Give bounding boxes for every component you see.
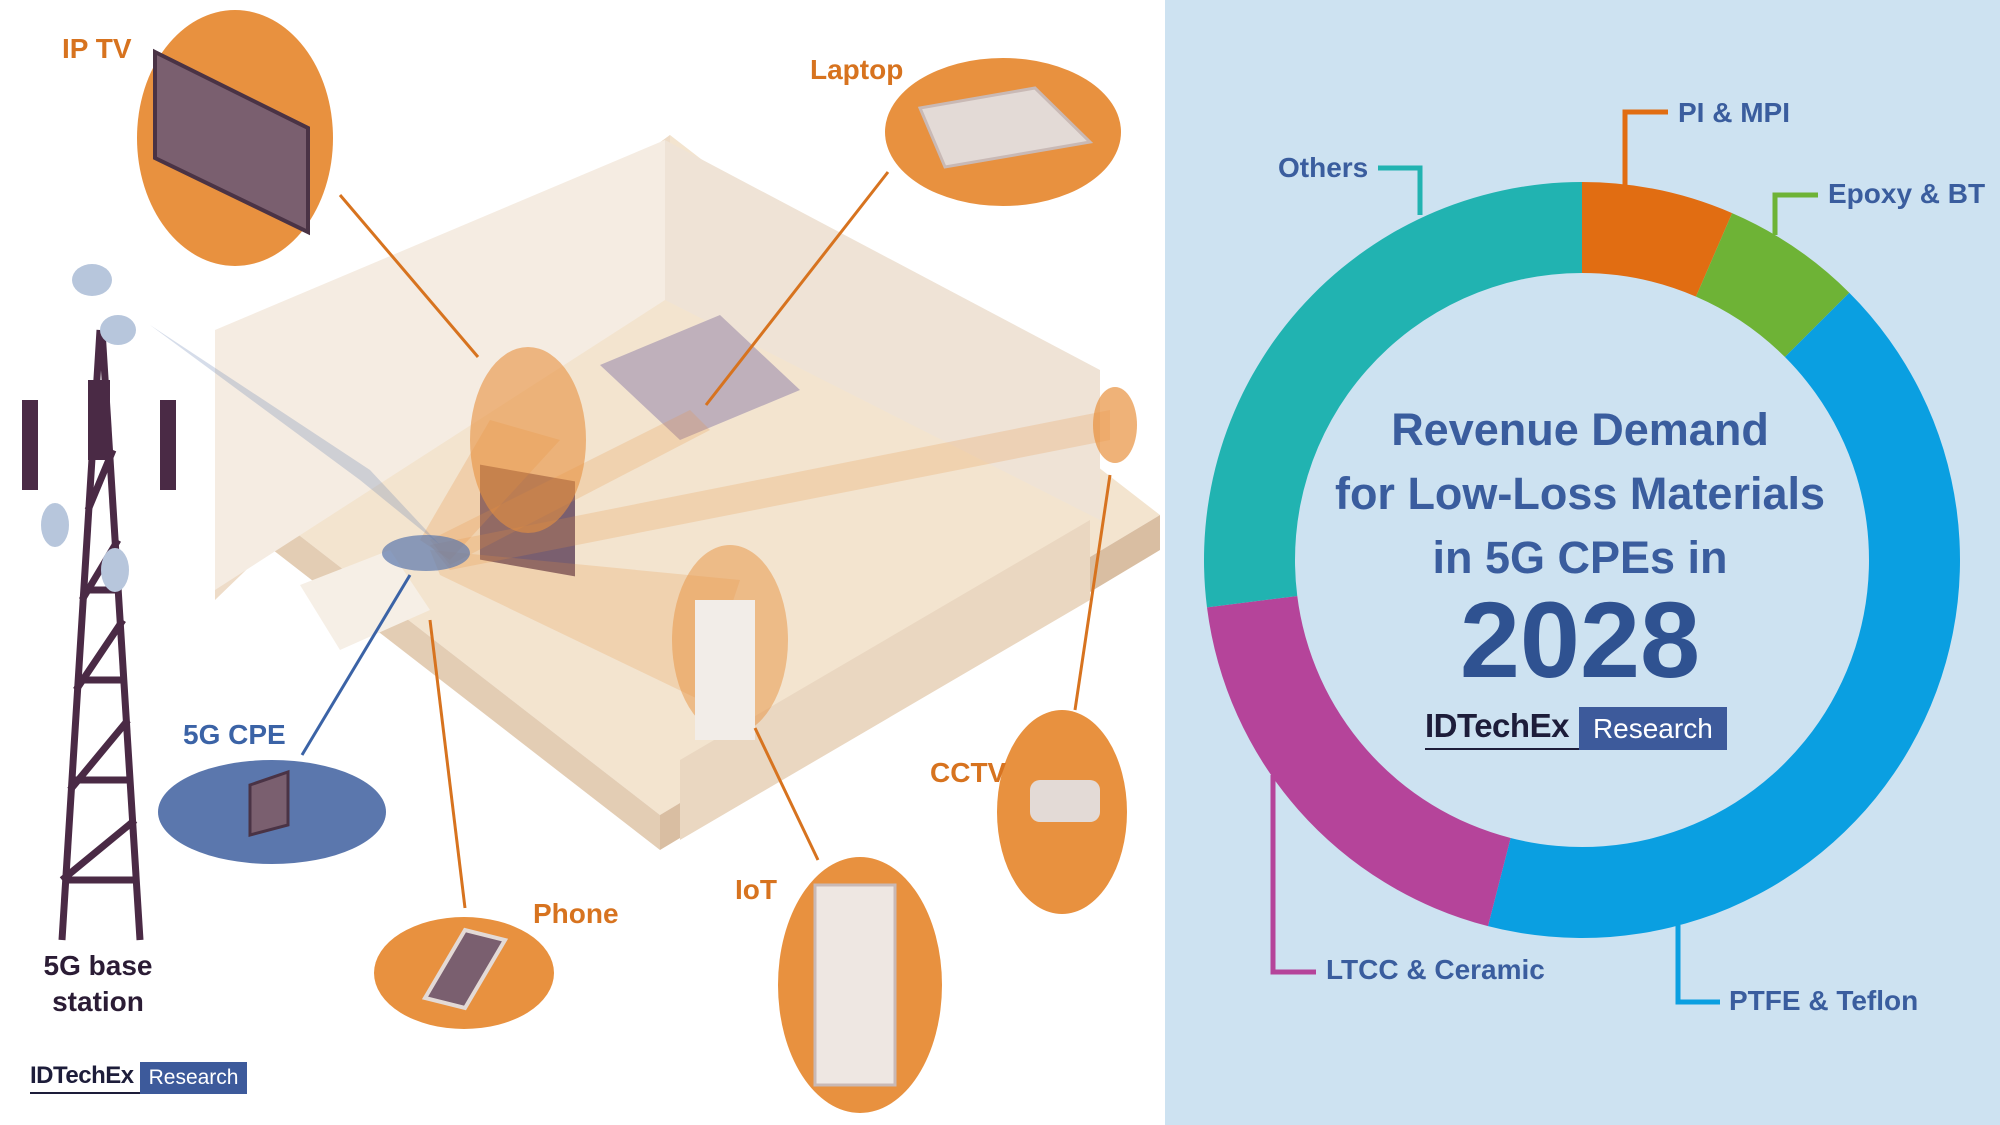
laptop-label: Laptop xyxy=(810,54,904,85)
cpe-glow xyxy=(382,535,470,571)
iot-fridge xyxy=(695,600,755,740)
segment-label-pi-mpi: PI & MPI xyxy=(1678,97,1791,128)
house-floor-edge xyxy=(215,470,660,850)
base-station-label: 5G base station xyxy=(18,948,178,1020)
segment-label-ltcc-ceramic: LTCC & Ceramic xyxy=(1326,954,1545,985)
tower-antenna-right xyxy=(160,400,176,490)
sofa xyxy=(300,550,430,650)
base-station-label-line2: station xyxy=(52,986,144,1017)
cctv-device xyxy=(1030,780,1100,822)
brand-tag: Research xyxy=(1578,707,1727,750)
house-wall-left xyxy=(215,140,665,590)
iot-pointer xyxy=(753,727,820,861)
iot-label: IoT xyxy=(735,874,777,905)
phone-device xyxy=(421,927,509,1011)
tower-antenna-left xyxy=(22,400,38,490)
tv-glow xyxy=(470,347,586,533)
interior-wall xyxy=(680,520,1090,840)
tower-dish-side xyxy=(41,503,69,547)
chart-year: 2028 xyxy=(1459,579,1701,700)
cctv-pointer xyxy=(1073,474,1112,711)
chart-title: Revenue Demand for Low-Loss Materials in… xyxy=(1300,398,1860,590)
tower-dish-low xyxy=(101,548,129,592)
brand-name: IDTechEx xyxy=(30,1062,140,1094)
signal-beam-iot xyxy=(430,550,740,700)
ip-tv-device xyxy=(153,48,310,236)
cpe-device xyxy=(248,769,290,837)
brand-name: IDTechEx xyxy=(1425,707,1579,750)
tower-dish-top xyxy=(72,264,112,296)
iot-device xyxy=(813,883,897,1087)
cctv-label: CCTV xyxy=(930,757,1007,788)
cpe-pointer xyxy=(300,574,412,756)
idtechex-logo-center: IDTechEx Research xyxy=(1425,707,1727,750)
laptop-pointer xyxy=(704,171,890,406)
chart-title-line1: Revenue Demand xyxy=(1391,404,1769,455)
home-illustration xyxy=(22,10,1160,1113)
tower-dish-mid xyxy=(100,315,136,345)
segment-label-ptfe-teflon: PTFE & Teflon xyxy=(1729,985,1919,1016)
signal-beam-cctv xyxy=(430,410,1110,570)
ip-tv-pointer xyxy=(338,194,480,358)
laptop-device xyxy=(917,86,1094,169)
ip-tv-label: IP TV xyxy=(62,33,132,64)
cctv-glow xyxy=(1093,387,1137,463)
chart-title-line2: for Low-Loss Materials xyxy=(1334,468,1826,519)
segment-label-epoxy-bt: Epoxy & BT xyxy=(1828,178,1986,209)
phone-label: Phone xyxy=(533,898,619,929)
base-station-label-line1: 5G base xyxy=(43,950,153,981)
house-wall-right xyxy=(665,140,1100,520)
idtechex-logo-left: IDTechEx Research xyxy=(30,1062,248,1094)
brand-tag: Research xyxy=(139,1062,248,1094)
phone-pointer xyxy=(428,619,467,909)
tower-antenna-mid xyxy=(88,380,110,460)
chart-title-line3: in 5G CPEs in xyxy=(1432,532,1728,583)
segment-label-others: Others xyxy=(1278,152,1369,183)
cpe-label: 5G CPE xyxy=(183,719,286,750)
illustration-panel: IP TV Laptop 5G CPE CCTV Phone IoT 5G ba… xyxy=(18,10,1160,1113)
